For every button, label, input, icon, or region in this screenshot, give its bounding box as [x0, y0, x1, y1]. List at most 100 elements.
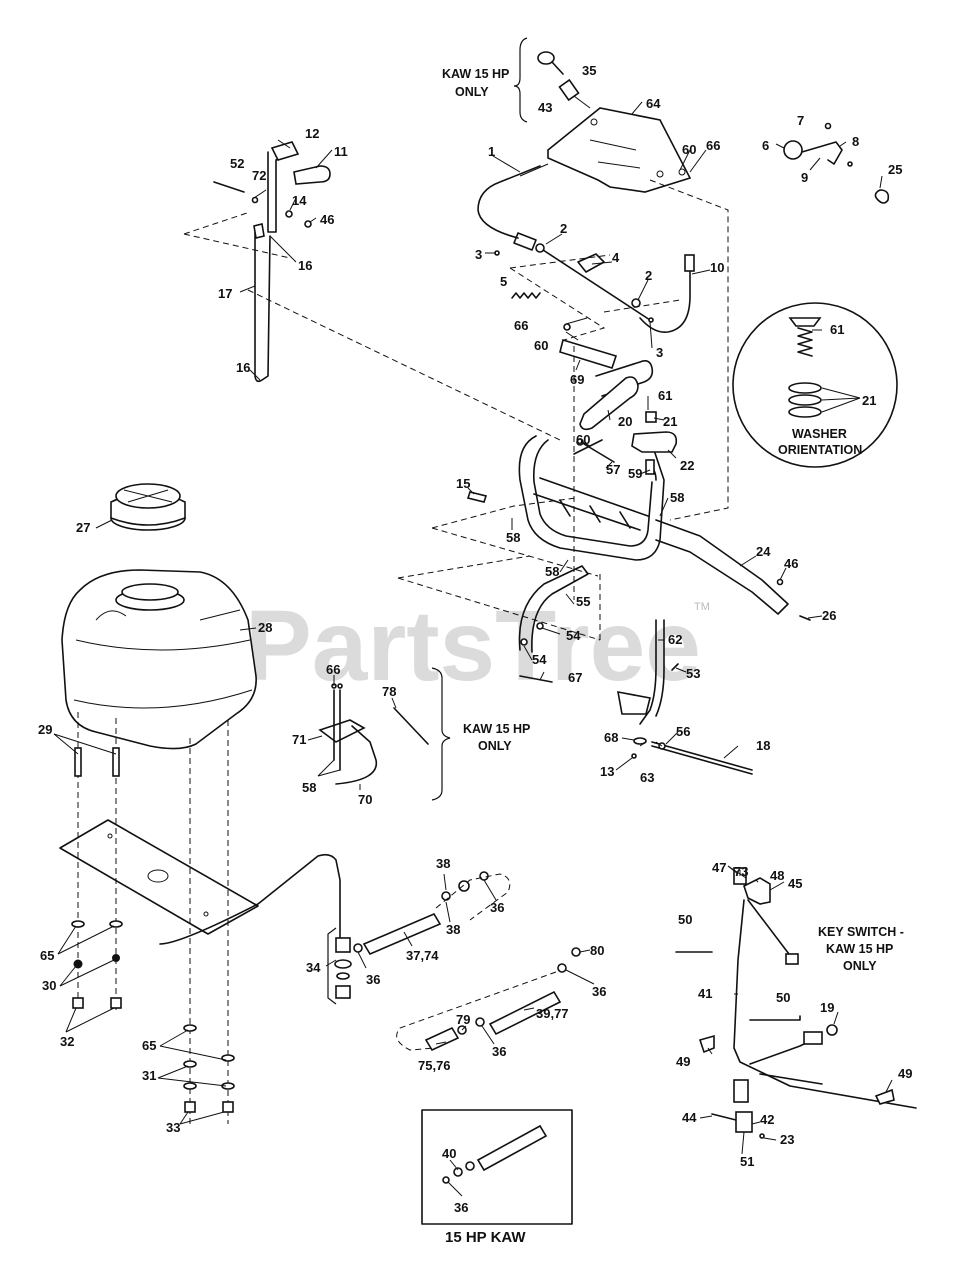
control-rod-4 [494, 243, 654, 323]
key-switch-note: KEY SWITCH - KAW 15 HP ONLY [818, 925, 904, 973]
choke-cable-10 [639, 254, 695, 334]
nut-46 [304, 220, 312, 228]
kaw-mid-bracket [431, 667, 451, 801]
lever-9 [801, 122, 853, 167]
callout-54b: 54 [532, 652, 547, 667]
callout-75-76: 75,76 [418, 1058, 451, 1073]
callout-3a: 3 [475, 247, 482, 262]
handlebar-24 [655, 519, 789, 615]
kaw-top-note-line1: KAW 15 HP [442, 67, 509, 81]
base-plate [59, 819, 259, 935]
callout-24: 24 [756, 544, 771, 559]
inset-title: 15 HP KAW [445, 1229, 526, 1246]
callout-40: 40 [442, 1146, 456, 1161]
callout-72: 72 [252, 168, 266, 183]
callout-73: 73 [734, 864, 748, 879]
tank-mount-lines [77, 712, 229, 1124]
callout-32: 32 [60, 1034, 74, 1049]
callout-64: 64 [646, 96, 661, 111]
brace-55 [518, 565, 589, 653]
callout-1: 1 [488, 144, 495, 159]
callout-31: 31 [142, 1068, 156, 1083]
callout-60a: 60 [682, 142, 696, 157]
callout-61b: 61 [830, 322, 844, 337]
throttle-cable-1 [477, 163, 549, 251]
callout-20: 20 [618, 414, 632, 429]
callout-48: 48 [770, 868, 784, 883]
callout-59: 59 [628, 466, 642, 481]
callout-50b: 50 [776, 990, 790, 1005]
callout-12: 12 [305, 126, 319, 141]
kaw-mid-note-line1: KAW 15 HP [463, 722, 530, 736]
watermark-text: PartsTree [245, 590, 701, 702]
callout-68: 68 [604, 730, 618, 745]
spring-5 [511, 292, 541, 299]
dash-panel-64 [547, 107, 692, 193]
callout-65a: 65 [40, 948, 54, 963]
clip-25 [874, 189, 890, 204]
washer-72 [251, 196, 259, 204]
kaw-top-note: KAW 15 HP ONLY [442, 37, 528, 123]
guide-lever-bottom [183, 233, 291, 259]
callout-58b: 58 [670, 490, 684, 505]
washer-68 [633, 737, 647, 745]
bolt-53 [671, 663, 679, 671]
kaw-mid-note-line2: ONLY [478, 739, 512, 753]
keyswitch-note-line1: KEY SWITCH - [818, 925, 904, 939]
keyswitch-note-line3: ONLY [843, 959, 877, 973]
filter-75-76 [424, 1017, 485, 1052]
callout-50a: 50 [678, 912, 692, 927]
callout-22: 22 [680, 458, 694, 473]
callout-42: 42 [760, 1112, 774, 1127]
lever-62 [617, 619, 665, 725]
callout-34: 34 [306, 960, 321, 975]
callout-3b: 3 [656, 345, 663, 360]
clip-49a [698, 1034, 715, 1054]
callout-45: 45 [788, 876, 802, 891]
lever-12 [267, 141, 300, 233]
callout-66b: 66 [514, 318, 528, 333]
guide-frame-left [431, 527, 599, 577]
callout-11: 11 [334, 144, 348, 159]
pin-52 [213, 181, 245, 193]
callout-49b: 49 [898, 1066, 912, 1081]
callout-23: 23 [780, 1132, 794, 1147]
wire-harness-41 [733, 899, 917, 1109]
callout-15: 15 [456, 476, 470, 491]
tank-hardware-left [71, 920, 123, 1009]
guide-hose-top [435, 873, 511, 921]
key-35-head [537, 51, 555, 65]
callout-26: 26 [822, 608, 836, 623]
callout-63: 63 [640, 770, 654, 785]
callout-8: 8 [852, 134, 859, 149]
callout-51: 51 [740, 1154, 754, 1169]
wire-50b [749, 1015, 801, 1021]
callout-69: 69 [570, 372, 584, 387]
keyswitch-note-line2: KAW 15 HP [826, 942, 893, 956]
callout-53: 53 [686, 666, 700, 681]
callout-38b: 38 [446, 922, 460, 937]
callout-27: 27 [76, 520, 90, 535]
callout-6: 6 [762, 138, 769, 153]
callout-37-74: 37,74 [406, 948, 439, 963]
watermark: PartsTree TM [245, 590, 710, 702]
callout-71: 71 [292, 732, 306, 747]
handle-grip-11 [293, 165, 331, 185]
switch-22 [631, 411, 678, 475]
washer-note-line1: WASHER [792, 427, 847, 441]
callout-36e: 36 [454, 1200, 468, 1215]
callout-16b: 16 [236, 360, 250, 375]
callout-16a: 16 [298, 258, 312, 273]
callout-65b: 65 [142, 1038, 156, 1053]
callout-70: 70 [358, 792, 372, 807]
cable-78 [393, 707, 429, 745]
cable-70 [335, 725, 378, 785]
callout-58d: 58 [302, 780, 316, 795]
callout-60b: 60 [534, 338, 548, 353]
callout-66c: 66 [326, 662, 340, 677]
callout-labels: 35 43 64 60 66 7 8 6 9 25 12 11 52 72 14… [38, 63, 912, 1215]
grip-20 [579, 376, 639, 431]
bracket-69 [559, 323, 618, 369]
guide-upper-b [509, 267, 606, 341]
